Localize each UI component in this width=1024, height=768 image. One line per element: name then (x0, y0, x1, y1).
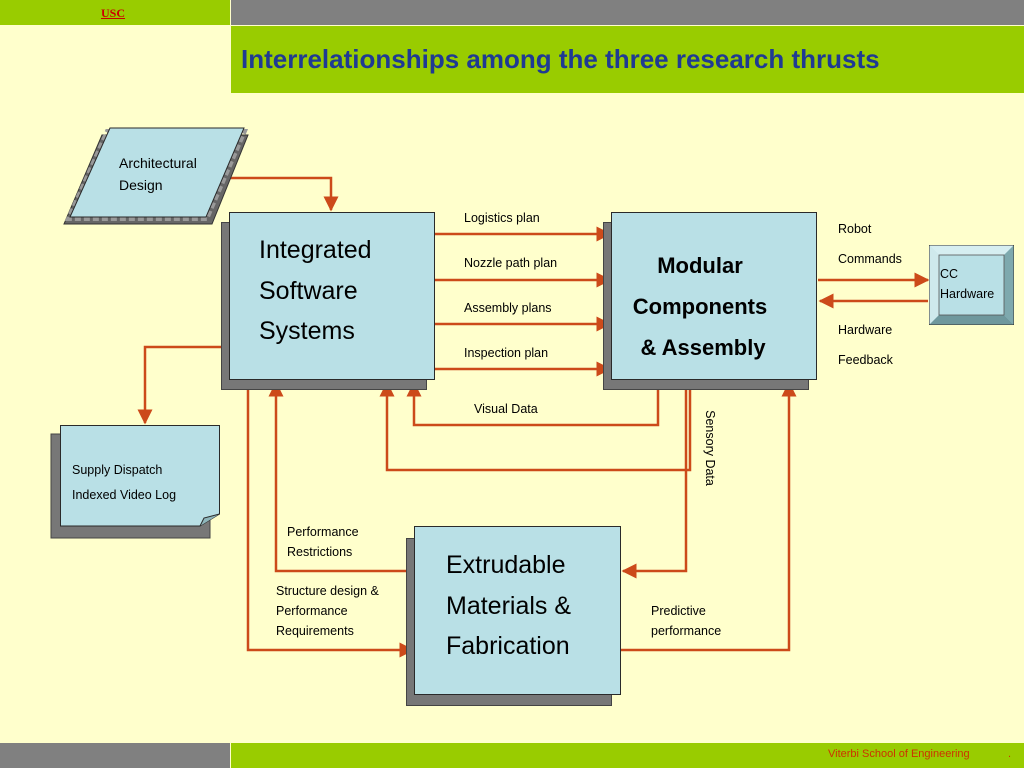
label-performance-restrictions-line2: Restrictions (287, 545, 353, 559)
extrudable-materials-node (414, 526, 621, 695)
label-robot-commands-line1: Robot (838, 222, 872, 236)
architectural-design-node (63, 127, 249, 225)
edge-visual-data (406, 381, 660, 427)
label-predictive-performance-line1: Predictive (651, 604, 706, 618)
label-hardware-feedback-line1: Hardware (838, 323, 893, 337)
integrated-software-line1: Integrated (259, 236, 372, 264)
edge-sensory-data-to-materials (621, 381, 688, 579)
modular-components-line2: Components (632, 294, 768, 319)
integrated-software-node (229, 212, 435, 380)
integrated-software-line3: Systems (259, 317, 355, 345)
extrudable-materials-line1: Extrudable (446, 551, 566, 579)
supply-dispatch-line2: Indexed Video Log (72, 488, 177, 502)
supply-dispatch-line1: Supply Dispatch (72, 463, 163, 477)
label-robot-commands-line2: Commands (838, 252, 902, 266)
architectural-design-line1: Architectural (119, 155, 197, 171)
label-performance-restrictions-line1: Performance (287, 525, 359, 539)
cc-hardware-line2: Hardware (940, 287, 995, 301)
edge-sensory-data-to-software (379, 381, 692, 472)
label-hardware-feedback-line2: Feedback (838, 353, 893, 367)
cc-hardware-node (929, 245, 1014, 325)
label-structure-design-line2: Performance (276, 604, 348, 618)
label-structure-design-line1: Structure design & (276, 584, 379, 598)
extrudable-materials-line2: Materials & (446, 592, 572, 620)
cc-hardware-line1: CC (940, 267, 959, 281)
footer-text: Viterbi School of Engineering (828, 748, 970, 760)
footer-band-right (231, 743, 1024, 768)
label-inspection-plan: Inspection plan (464, 346, 549, 360)
usc-logo[interactable]: USC (101, 6, 126, 20)
header-band-right (231, 0, 1024, 25)
label-nozzle-path-plan: Nozzle path plan (464, 256, 558, 270)
modular-components-node (611, 212, 817, 380)
integrated-software-line2: Software (259, 277, 358, 305)
label-assembly-plans: Assembly plans (464, 301, 552, 315)
extrudable-materials-line3: Fabrication (446, 632, 570, 660)
architectural-design-line2: Design (119, 177, 163, 193)
edge-architectural-to-software (222, 176, 339, 212)
edge-structure-design (246, 381, 415, 658)
title-band (231, 26, 1024, 93)
supply-dispatch-node (50, 425, 220, 539)
modular-components-line3: & Assembly (640, 335, 766, 360)
edge-software-to-supply (137, 345, 231, 425)
modular-components-line1: Modular (657, 253, 743, 278)
edge-performance-restrictions (268, 381, 414, 573)
footer-band-left (0, 743, 230, 768)
label-visual-data: Visual Data (474, 402, 538, 416)
label-logistics-plan: Logistics plan (464, 211, 540, 225)
label-predictive-performance-line2: performance (651, 624, 722, 638)
footer-dot: . (1008, 748, 1012, 760)
label-structure-design-line3: Requirements (276, 624, 354, 638)
label-sensory-data: Sensory Data (703, 410, 717, 486)
header-band-left (0, 0, 230, 25)
edge-predictive-performance (621, 381, 797, 652)
slide-title: Interrelationships among the three resea… (241, 44, 880, 74)
